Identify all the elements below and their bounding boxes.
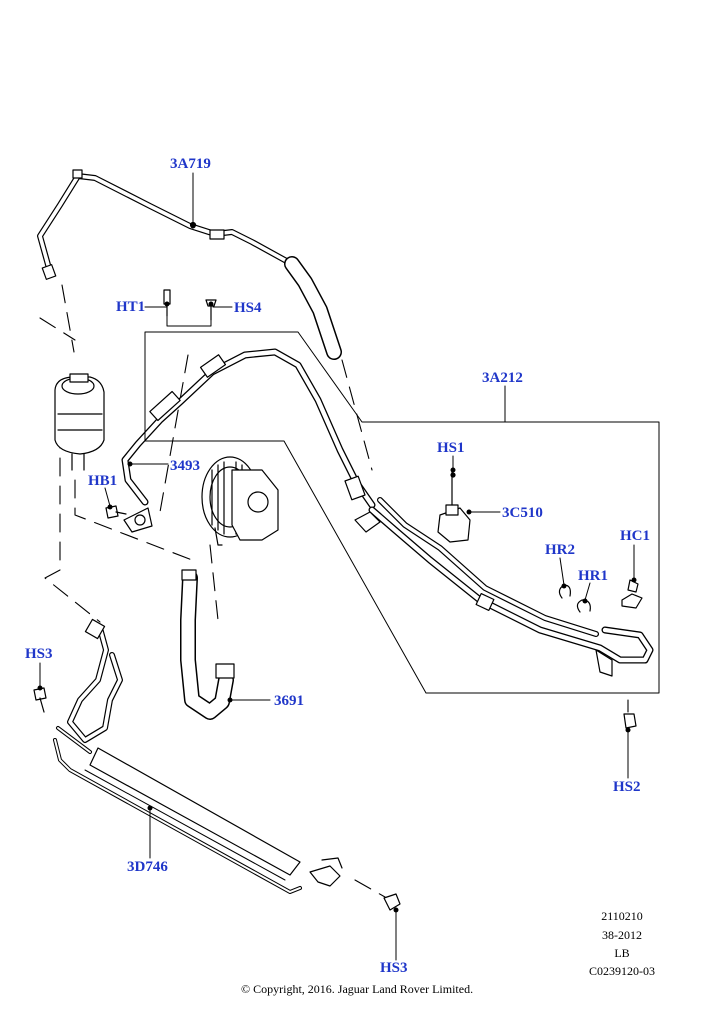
callout-3c510: 3C510 — [502, 505, 543, 521]
clamp-3c510 — [437, 469, 471, 543]
callout-hc1: HC1 — [620, 528, 650, 544]
hose-3691 — [180, 569, 235, 720]
group-boxes — [144, 331, 660, 694]
pressure-line-3a212 — [354, 497, 654, 677]
callout-3d746: 3D746 — [127, 859, 168, 875]
clips — [558, 579, 643, 613]
callout-hs2: HS2 — [613, 779, 641, 795]
callout-hs3-bottom: HS3 — [380, 960, 408, 976]
callout-hs3-left: HS3 — [25, 646, 53, 662]
steering-pump — [201, 456, 279, 546]
copyright-notice: © Copyright, 2016. Jaguar Land Rover Lim… — [241, 982, 474, 996]
callout-3a212: 3A212 — [482, 370, 523, 386]
leader-lines — [39, 172, 635, 961]
fluid-reservoir — [54, 373, 105, 471]
bolts — [33, 289, 637, 911]
pressure-hose-3493 — [121, 348, 376, 533]
callout-hr1: HR1 — [578, 568, 608, 584]
callout-dots — [37, 223, 637, 913]
reference-date: 38-2012 — [602, 928, 642, 942]
callout-hr2: HR2 — [545, 542, 575, 558]
return-hose-3a719 — [37, 169, 342, 360]
callout-hs4: HS4 — [234, 300, 262, 316]
callout-3691: 3691 — [274, 693, 304, 709]
callout-hb1: HB1 — [88, 473, 118, 489]
phantom-lines — [39, 284, 629, 898]
callout-3493: 3493 — [170, 458, 200, 474]
callout-hs1: HS1 — [437, 440, 465, 456]
reference-illustration-id: C0239120-03 — [589, 964, 655, 978]
cooler-3d746 — [53, 618, 343, 894]
callout-ht1: HT1 — [116, 299, 146, 315]
reference-code: LB — [614, 946, 630, 960]
callout-3a719: 3A719 — [170, 156, 211, 172]
reference-number: 2110210 — [601, 909, 643, 923]
